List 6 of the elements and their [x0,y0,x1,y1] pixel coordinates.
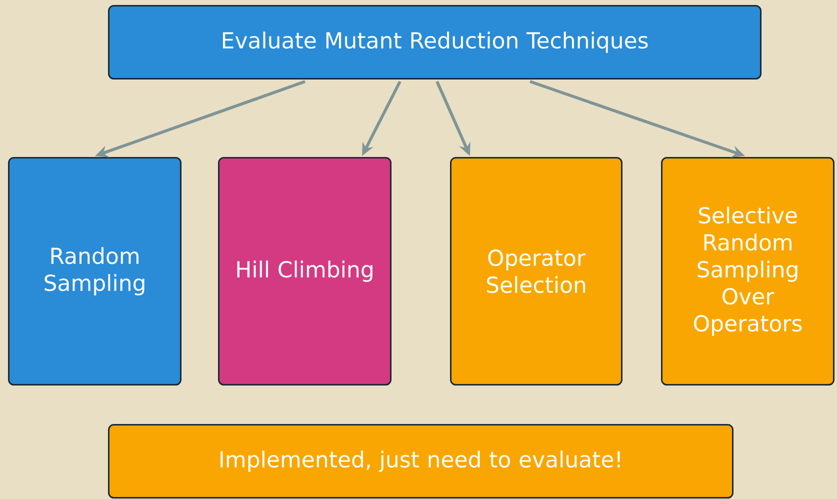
technique-box: Selective Random Sampling Over Operators [661,157,834,386]
note-box: Implemented, just need to evaluate! [108,424,734,498]
technique-box: Hill Climbing [218,157,392,386]
technique-box: Operator Selection [450,157,622,386]
title-box: Evaluate Mutant Reduction Techniques [108,5,762,80]
technique-box: Random Sampling [8,157,182,386]
